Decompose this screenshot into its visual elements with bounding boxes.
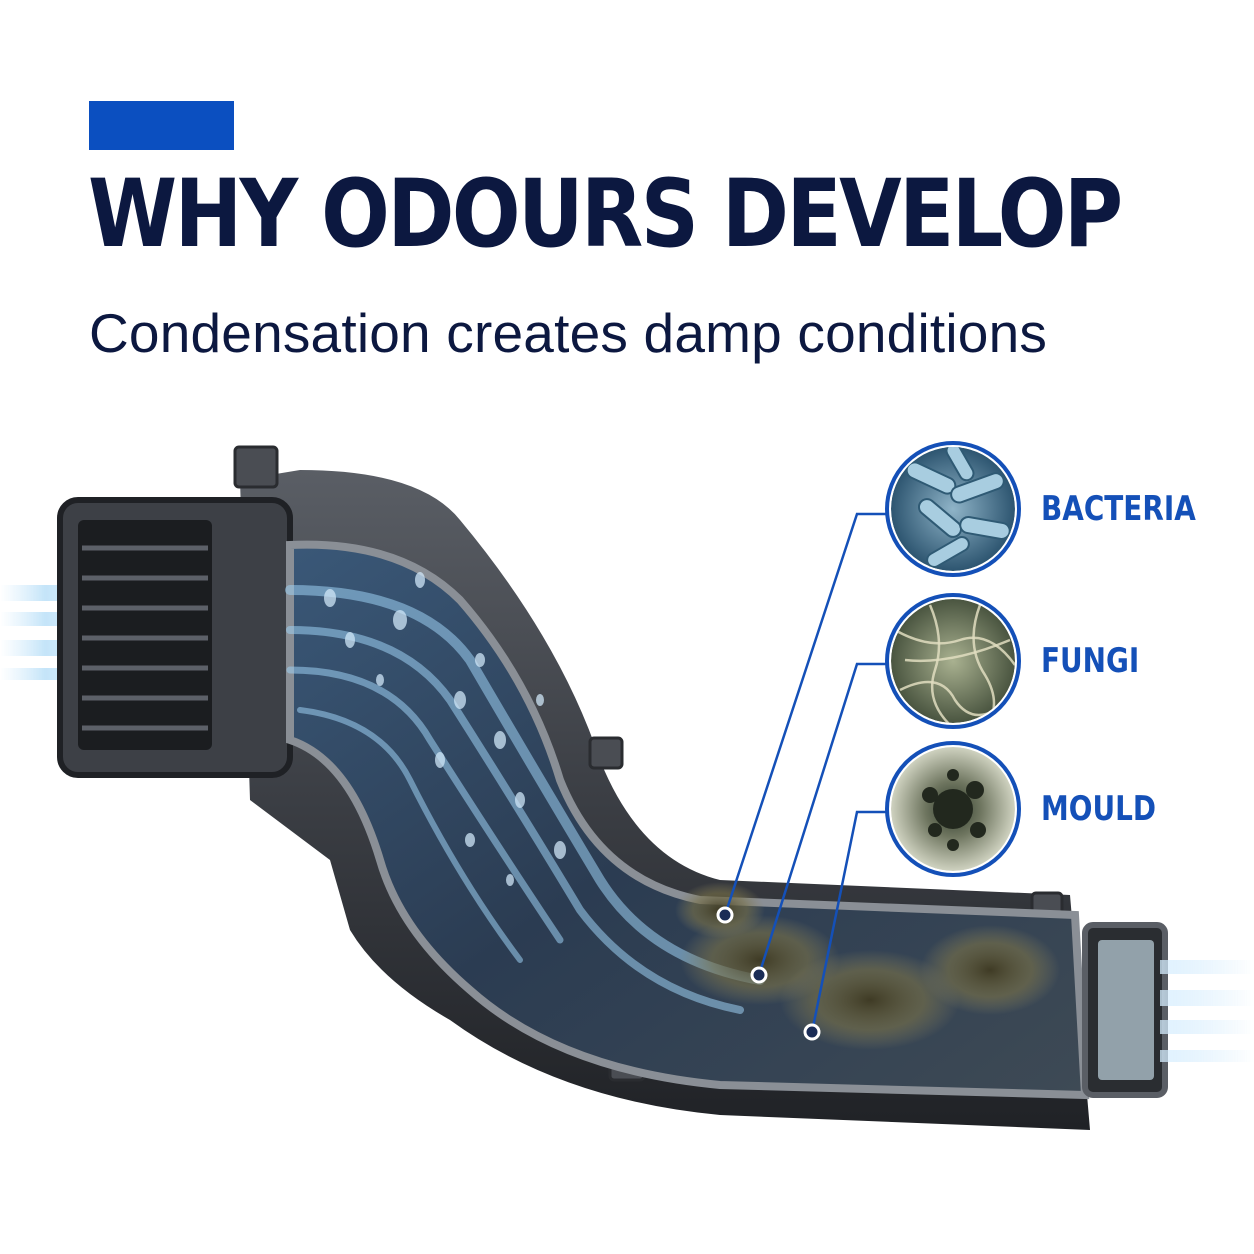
mould-icon xyxy=(885,741,1021,877)
airflow-outlet xyxy=(1160,960,1254,1062)
mould-growth xyxy=(675,882,1060,1050)
callout-label-mould: MOULD xyxy=(1041,789,1156,829)
callout-label-bacteria: BACTERIA xyxy=(1041,489,1196,529)
airflow-streaks xyxy=(285,585,765,1014)
bacteria-icon xyxy=(885,441,1021,577)
inlet-vent xyxy=(57,497,293,778)
callout-label-fungi: FUNGI xyxy=(1041,641,1140,681)
page-title: WHY ODOURS DEVELOP xyxy=(88,160,1123,269)
accent-bar xyxy=(89,101,234,150)
fungi-icon xyxy=(885,593,1021,729)
page-subtitle: Condensation creates damp conditions xyxy=(89,302,1048,364)
condensation-droplets xyxy=(324,572,566,886)
outlet-vent xyxy=(1082,922,1168,1098)
callout-leaders xyxy=(723,512,891,1033)
